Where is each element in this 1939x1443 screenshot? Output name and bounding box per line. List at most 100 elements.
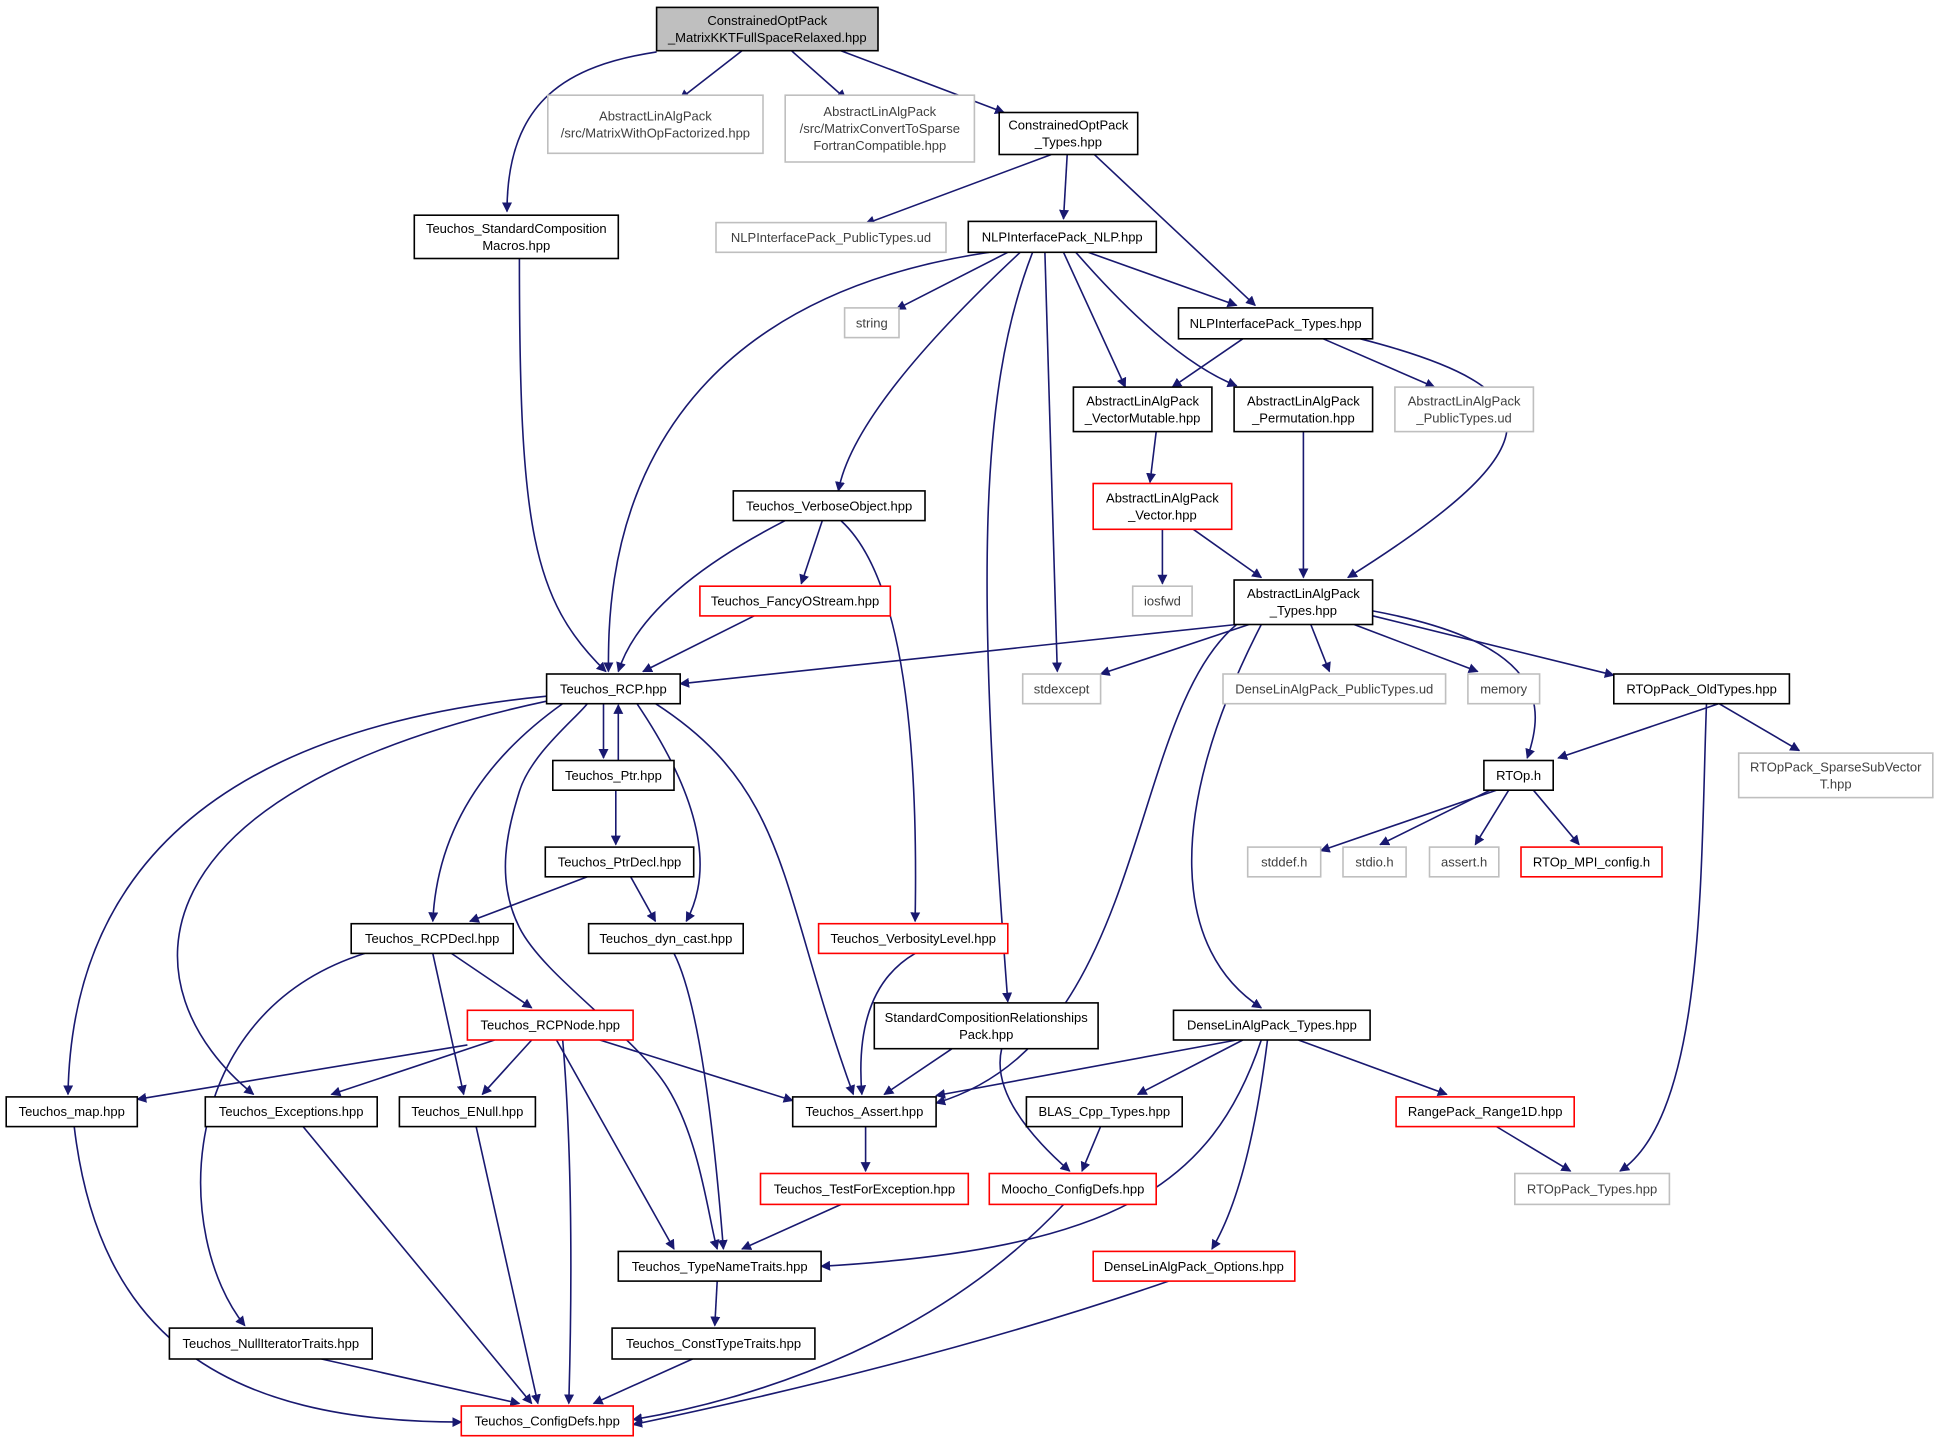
node-denselinalgpack-types[interactable]: DenseLinAlgPack_Types.hpp: [1172, 1009, 1371, 1041]
node-teuchos-map[interactable]: Teuchos_map.hpp: [5, 1096, 139, 1128]
node-nlpinterfacepack-nlp[interactable]: NLPInterfacePack_NLP.hpp: [967, 220, 1158, 254]
edge-rcpnode-to-enull: [481, 1039, 533, 1096]
node-root-constrainedoptpack-matrixkkt-label: ConstrainedOptPack: [707, 13, 827, 28]
node-rtop-h-label: RTOp.h: [1496, 768, 1541, 783]
node-rtoppack-sparsesubvector-box: [1737, 752, 1934, 799]
node-layer: ConstrainedOptPack_MatrixKKTFullSpaceRel…: [5, 6, 1934, 1437]
node-rtop-mpi-config-label: RTOp_MPI_config.h: [1533, 854, 1650, 869]
node-teuchos-rcp-label: Teuchos_RCP.hpp: [560, 681, 667, 696]
node-teuchos-ptr[interactable]: Teuchos_Ptr.hpp: [551, 759, 675, 792]
node-rtop-h-box: [1483, 759, 1555, 792]
node-teuchos-verbositylevel[interactable]: Teuchos_VerbosityLevel.hpp: [817, 922, 1009, 955]
edge-ctt-to-tcfg: [592, 1358, 693, 1405]
node-stddef-h-label: stddef.h: [1261, 854, 1307, 869]
edge-root-to-mwof: [679, 50, 743, 100]
node-teuchos-verbositylevel-label: Teuchos_VerbosityLevel.hpp: [830, 931, 996, 946]
node-teuchos-verboseobject[interactable]: Teuchos_VerboseObject.hpp: [732, 490, 926, 522]
node-denselinalgpack-publictypes-box: [1222, 673, 1447, 705]
node-teuchos-verbositylevel-box: [817, 922, 1009, 955]
node-iosfwd-label: iosfwd: [1144, 594, 1181, 609]
node-teuchos-rcpdecl[interactable]: Teuchos_RCPDecl.hpp: [350, 922, 515, 955]
edge-range-to-rttypes: [1495, 1125, 1572, 1172]
node-matrixconverttosparse-box: [784, 94, 976, 163]
edge-root-to-copt: [840, 49, 1006, 114]
node-teuchos-ptrdecl-box: [544, 846, 695, 878]
node-abstractlinalgpack-vector-label: AbstractLinAlgPack: [1106, 490, 1219, 505]
node-teuchos-configdefs[interactable]: Teuchos_ConfigDefs.hpp: [460, 1405, 634, 1437]
edge-rcp-to-tnt: [504, 703, 720, 1250]
node-abstractlinalgpack-vectormutable[interactable]: AbstractLinAlgPack_VectorMutable.hpp: [1072, 386, 1213, 433]
node-abstractlinalgpack-types[interactable]: AbstractLinAlgPack_Types.hpp: [1233, 579, 1374, 626]
node-constrainedoptpack-types[interactable]: ConstrainedOptPack_Types.hpp: [998, 111, 1139, 156]
edge-ptrdecl-to-dyncast: [630, 876, 657, 923]
node-rangepack-range1d[interactable]: RangePack_Range1D.hpp: [1395, 1096, 1575, 1128]
node-teuchos-exceptions[interactable]: Teuchos_Exceptions.hpp: [204, 1096, 378, 1128]
node-teuchos-fancyostream[interactable]: Teuchos_FancyOStream.hpp: [699, 585, 892, 617]
node-teuchos-dyn-cast-label: Teuchos_dyn_cast.hpp: [599, 931, 732, 946]
node-abstractlinalgpack-publictypes-label: _PublicTypes.ud: [1415, 410, 1511, 425]
node-abstractlinalgpack-publictypes-label: AbstractLinAlgPack: [1408, 393, 1521, 408]
node-teuchos-nulliteratortraits[interactable]: Teuchos_NullIteratorTraits.hpp: [168, 1327, 373, 1360]
node-teuchos-rcpnode-box: [466, 1009, 634, 1041]
node-string-label: string: [856, 315, 888, 330]
node-teuchos-ptrdecl-label: Teuchos_PtrDecl.hpp: [558, 854, 682, 869]
node-blas-cpp-types[interactable]: BLAS_Cpp_Types.hpp: [1025, 1096, 1184, 1128]
node-abstractlinalgpack-types-label: AbstractLinAlgPack: [1247, 586, 1360, 601]
edge-rtopold-to-rttypes: [1619, 703, 1708, 1172]
node-teuchos-rcp[interactable]: Teuchos_RCP.hpp: [545, 673, 681, 705]
node-teuchos-rcpnode[interactable]: Teuchos_RCPNode.hpp: [466, 1009, 634, 1041]
node-denselinalgpack-options-label: DenseLinAlgPack_Options.hpp: [1104, 1259, 1284, 1274]
node-teuchos-map-box: [5, 1096, 139, 1128]
edge-rcpnode-to-exc: [330, 1039, 495, 1097]
node-rtoppack-oldtypes-box: [1613, 673, 1791, 705]
node-teuchos-dyn-cast[interactable]: Teuchos_dyn_cast.hpp: [587, 922, 744, 955]
node-moocho-configdefs[interactable]: Moocho_ConfigDefs.hpp: [988, 1172, 1157, 1206]
node-matrixconverttosparse-label: /src/MatrixConvertToSparse: [800, 121, 960, 136]
node-nlpinterfacepack-types-box: [1177, 307, 1374, 340]
edge-nlptypes-to-alatypes: [1347, 338, 1508, 579]
node-denselinalgpack-publictypes: DenseLinAlgPack_PublicTypes.ud: [1222, 673, 1447, 705]
node-teuchos-testforexception[interactable]: Teuchos_TestForException.hpp: [759, 1172, 970, 1206]
node-rtoppack-oldtypes[interactable]: RTOpPack_OldTypes.hpp: [1613, 673, 1791, 705]
node-denselinalgpack-types-box: [1172, 1009, 1371, 1041]
node-root-constrainedoptpack-matrixkkt[interactable]: ConstrainedOptPack_MatrixKKTFullSpaceRel…: [655, 6, 879, 52]
node-nlpinterfacepack-types[interactable]: NLPInterfacePack_Types.hpp: [1177, 307, 1374, 340]
node-abstractlinalgpack-permutation[interactable]: AbstractLinAlgPack_Permutation.hpp: [1233, 386, 1374, 433]
node-teuchos-typenametraits-box: [617, 1250, 822, 1282]
node-teuchos-enull[interactable]: Teuchos_ENull.hpp: [398, 1096, 537, 1128]
edge-tnt-to-ctt: [710, 1281, 721, 1327]
edge-nlptypes-to-vmut: [1171, 338, 1244, 388]
edge-nlp-to-vmut: [1062, 251, 1127, 389]
edge-alatypes-to-rtopold: [1372, 615, 1615, 678]
node-teuchos-rcpnode-label: Teuchos_RCPNode.hpp: [481, 1018, 620, 1033]
node-assert-h: assert.h: [1428, 846, 1500, 878]
node-teuchos-verboseobject-box: [732, 490, 926, 522]
edge-alatypes-to-rcp: [679, 623, 1237, 688]
node-teuchos-nulliteratortraits-box: [168, 1327, 373, 1360]
node-teuchos-configdefs-label: Teuchos_ConfigDefs.hpp: [475, 1413, 620, 1428]
node-rtop-h[interactable]: RTOp.h: [1483, 759, 1555, 792]
node-teuchos-ptrdecl[interactable]: Teuchos_PtrDecl.hpp: [544, 846, 695, 878]
node-nlpinterfacepack-nlp-label: NLPInterfacePack_NLP.hpp: [982, 229, 1143, 244]
node-abstractlinalgpack-permutation-label: _Permutation.hpp: [1251, 410, 1355, 425]
edge-rtopold-to-rtoph: [1557, 702, 1720, 760]
edge-alatypes-to-tassert: [935, 623, 1238, 1106]
node-teuchos-typenametraits[interactable]: Teuchos_TypeNameTraits.hpp: [617, 1250, 822, 1282]
node-denselinalgpack-options[interactable]: DenseLinAlgPack_Options.hpp: [1092, 1250, 1296, 1282]
edge-scrp-to-tassert: [883, 1047, 953, 1096]
edge-copt-to-nlptypes: [1093, 154, 1256, 307]
node-abstractlinalgpack-vector[interactable]: AbstractLinAlgPack_Vector.hpp: [1092, 482, 1233, 531]
edge-nlp-to-scrp: [986, 252, 1034, 1003]
node-teuchos-rcpdecl-box: [350, 922, 515, 955]
node-abstractlinalgpack-publictypes-box: [1394, 386, 1535, 433]
node-rtoppack-types: RTOpPack_Types.hpp: [1514, 1172, 1671, 1206]
node-teuchos-assert[interactable]: Teuchos_Assert.hpp: [791, 1096, 937, 1128]
node-rtoppack-oldtypes-label: RTOpPack_OldTypes.hpp: [1626, 681, 1777, 696]
node-teuchos-consttypetraits[interactable]: Teuchos_ConstTypeTraits.hpp: [611, 1327, 816, 1360]
node-rtop-mpi-config[interactable]: RTOp_MPI_config.h: [1520, 846, 1663, 878]
edge-dlatypes-to-tnt: [820, 1039, 1263, 1271]
